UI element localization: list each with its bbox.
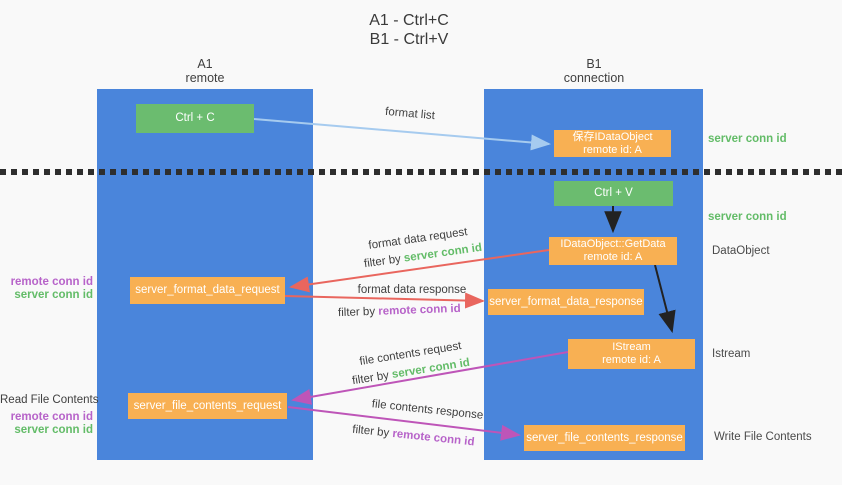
node-format-request-label: server_format_data_request xyxy=(135,284,280,296)
side-label-dataobject: DataObject xyxy=(712,245,770,257)
phase-divider-dotted-line xyxy=(0,169,842,175)
side-label-server-conn-id-top: server conn id xyxy=(708,133,787,145)
node-save-idataobject-line1: 保存IDataObject xyxy=(572,130,653,143)
node-file-response-label: server_file_contents_response xyxy=(526,431,683,444)
title-line-ctrl-v: B1 - Ctrl+V xyxy=(369,31,449,48)
diagram-title: A1 - Ctrl+C B1 - Ctrl+V xyxy=(309,11,509,49)
node-server-file-contents-response: server_file_contents_response xyxy=(524,425,685,451)
lane-b1-role: connection xyxy=(563,71,625,85)
label-filter-by-remote-conn-id-1: filter by remote conn id xyxy=(337,302,461,320)
lane-b1-id: B1 xyxy=(586,57,602,71)
node-istream: IStream remote id: A xyxy=(568,339,695,369)
arrow-format-data-response xyxy=(284,292,485,309)
lane-header-a1: A1 remote xyxy=(145,57,265,85)
label-filter-by-remote-conn-id-2: filter by remote conn id xyxy=(352,424,475,449)
side-label-remote-conn-id-left1: remote conn id xyxy=(10,276,93,288)
side-label-read-file-contents: Read File Contents xyxy=(0,394,99,406)
node-ctrl-v: Ctrl + V xyxy=(554,181,673,206)
lane-header-b1: B1 connection xyxy=(534,57,654,85)
node-ctrl-v-label: Ctrl + V xyxy=(594,187,633,199)
node-server-format-data-response: server_format_data_response xyxy=(488,289,644,315)
label-format-list: format list xyxy=(384,105,436,123)
remote-conn-id-text: remote conn id xyxy=(378,302,461,318)
filter-by-text: filter by xyxy=(363,253,402,271)
filter-by-text: filter by xyxy=(351,369,390,388)
node-idataobject-getdata: IDataObject::GetData remote id: A xyxy=(549,237,677,265)
node-istream-line1: IStream xyxy=(612,341,651,353)
side-label-write-file-contents: Write File Contents xyxy=(714,431,812,443)
node-server-format-data-request: server_format_data_request xyxy=(130,277,285,304)
title-line-ctrl-c: A1 - Ctrl+C xyxy=(369,12,449,29)
label-file-contents-response: file contents response xyxy=(371,398,484,422)
remote-conn-id-text: remote conn id xyxy=(391,427,476,449)
node-server-file-contents-request: server_file_contents_request xyxy=(128,393,287,419)
lane-a1-id: A1 xyxy=(197,57,213,71)
side-label-remote-conn-id-left2: remote conn id xyxy=(10,411,93,423)
node-getdata-line1: IDataObject::GetData xyxy=(560,238,666,250)
node-ctrl-c-label: Ctrl + C xyxy=(175,112,215,124)
node-getdata-line2: remote id: A xyxy=(583,251,643,263)
node-file-request-label: server_file_contents_request xyxy=(133,399,282,412)
side-label-server-conn-id-mid: server conn id xyxy=(708,211,787,223)
filter-by-text: filter by xyxy=(337,305,376,320)
side-label-server-conn-id-left2: server conn id xyxy=(14,424,93,436)
lane-a1-role: remote xyxy=(185,71,225,85)
label-format-data-response: format data response xyxy=(357,284,467,296)
side-label-istream: Istream xyxy=(712,348,751,360)
node-istream-line2: remote id: A xyxy=(602,354,661,366)
filter-by-text: filter by xyxy=(351,423,390,440)
side-label-server-conn-id-left1: server conn id xyxy=(14,289,93,301)
node-ctrl-c: Ctrl + C xyxy=(136,104,254,133)
node-format-response-label: server_format_data_response xyxy=(489,295,643,308)
node-save-idataobject-line2: remote id: A xyxy=(583,143,642,156)
node-save-idataobject: 保存IDataObject remote id: A xyxy=(554,130,671,157)
